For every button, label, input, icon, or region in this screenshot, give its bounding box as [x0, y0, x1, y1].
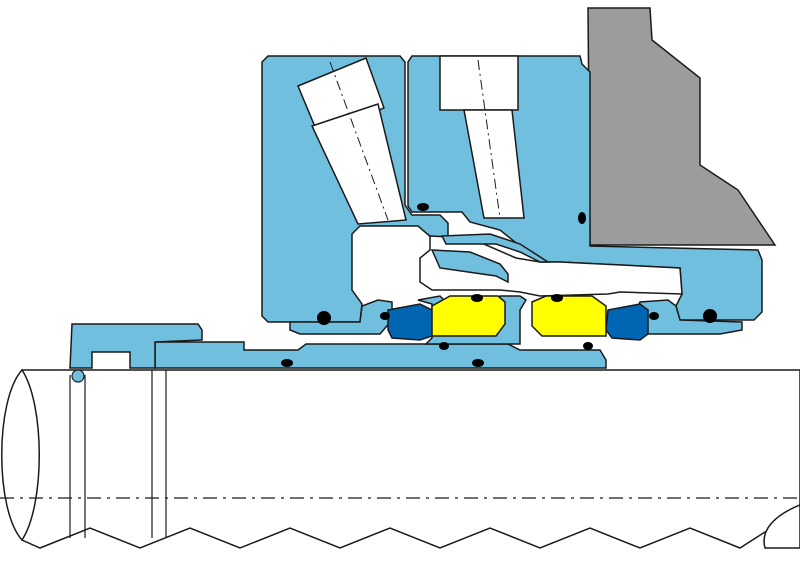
o-ring: [281, 359, 293, 367]
o-ring: [417, 203, 429, 211]
shaft-body: [21, 369, 800, 549]
o-ring: [471, 294, 483, 302]
spring-left: [387, 303, 433, 341]
bore-axis: [329, 61, 389, 221]
pump-housing: [587, 7, 777, 246]
inner-channel: [419, 235, 683, 297]
shaft-sleeve: [154, 341, 607, 369]
baffle-sleeve: [430, 249, 509, 284]
o-ring: [317, 311, 331, 325]
quench-bore-vertical: [463, 109, 525, 219]
o-rings: [71, 203, 717, 383]
bore-axis: [477, 59, 501, 219]
flush-bore-angled: [310, 103, 407, 225]
shaft-end-right: [763, 504, 800, 549]
o-ring: [578, 212, 586, 224]
o-ring: [649, 312, 659, 320]
o-ring: [380, 312, 390, 320]
o-ring: [583, 342, 593, 350]
o-ring: [472, 359, 484, 367]
drive-collar: [69, 323, 203, 369]
o-ring-shaft: [71, 369, 85, 383]
quench-port-vertical: [439, 55, 519, 111]
spring-right: [605, 303, 649, 341]
o-ring: [439, 342, 449, 350]
o-ring: [703, 309, 717, 323]
o-ring: [551, 294, 563, 302]
seal-face-rotating: [431, 295, 506, 337]
seal-face-stationary: [531, 295, 607, 337]
shaft: [0, 368, 800, 549]
baffle-lip: [440, 233, 551, 263]
